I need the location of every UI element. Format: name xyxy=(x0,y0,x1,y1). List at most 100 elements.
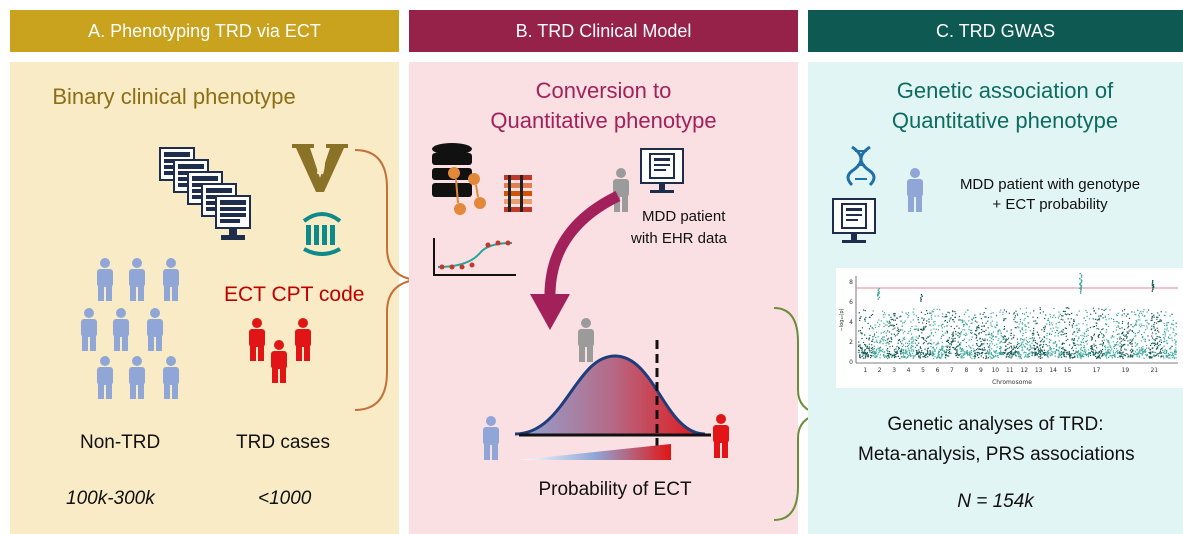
manhattan-point xyxy=(1027,347,1029,349)
manhattan-point xyxy=(999,346,1001,348)
manhattan-point xyxy=(1098,328,1100,330)
manhattan-point xyxy=(1104,352,1106,354)
manhattan-point xyxy=(1085,350,1087,352)
manhattan-point xyxy=(895,356,897,358)
manhattan-point xyxy=(1104,346,1106,348)
manhattan-point xyxy=(1142,352,1144,354)
manhattan-point xyxy=(986,339,988,341)
manhattan-point xyxy=(938,353,940,356)
manhattan-point xyxy=(1087,355,1089,357)
manhattan-point xyxy=(1127,340,1129,342)
manhattan-point xyxy=(1107,313,1109,316)
manhattan-point xyxy=(1025,337,1027,339)
manhattan-point xyxy=(880,320,882,322)
manhattan-point xyxy=(913,308,915,310)
manhattan-point xyxy=(1029,349,1031,351)
manhattan-point xyxy=(1036,331,1038,333)
manhattan-point xyxy=(1014,317,1016,319)
manhattan-point xyxy=(1156,337,1158,340)
manhattan-point xyxy=(1174,349,1176,351)
manhattan-point xyxy=(1045,352,1047,354)
manhattan-point xyxy=(912,311,914,313)
manhattan-point xyxy=(947,352,949,354)
manhattan-xlabel: Chromosome xyxy=(992,379,1032,386)
manhattan-point xyxy=(1104,345,1106,347)
manhattan-point xyxy=(1049,323,1051,325)
manhattan-point xyxy=(1172,355,1174,357)
manhattan-point xyxy=(875,352,877,354)
manhattan-point xyxy=(951,340,954,343)
manhattan-point xyxy=(1079,273,1081,275)
manhattan-point xyxy=(1010,357,1012,359)
manhattan-point xyxy=(1005,311,1007,313)
manhattan-point xyxy=(1046,353,1048,355)
non-trd-count: 100k-300k xyxy=(66,488,155,509)
manhattan-point xyxy=(1164,353,1166,355)
manhattan-point xyxy=(1152,286,1155,288)
manhattan-point xyxy=(1148,352,1150,354)
manhattan-point xyxy=(911,344,913,347)
trd-cases-people-icon xyxy=(249,318,311,383)
manhattan-point xyxy=(955,333,957,335)
manhattan-point xyxy=(1013,319,1015,321)
manhattan-point xyxy=(932,355,934,357)
analyses-title: Genetic analyses of TRD: xyxy=(887,414,1104,435)
manhattan-point xyxy=(971,357,973,360)
manhattan-point xyxy=(1118,352,1120,354)
manhattan-point xyxy=(1032,352,1034,354)
manhattan-point xyxy=(897,352,899,354)
manhattan-point xyxy=(1167,352,1169,354)
manhattan-point xyxy=(1146,325,1148,327)
manhattan-point xyxy=(996,314,998,316)
manhattan-point xyxy=(1121,352,1124,354)
database-model-icon xyxy=(432,143,532,276)
manhattan-point xyxy=(980,318,982,320)
manhattan-point xyxy=(929,353,931,355)
manhattan-point xyxy=(956,349,958,351)
manhattan-point xyxy=(1165,352,1167,354)
manhattan-point xyxy=(903,354,905,356)
manhattan-point xyxy=(1112,331,1114,333)
manhattan-point xyxy=(1078,344,1080,346)
manhattan-point xyxy=(914,346,916,348)
manhattan-point xyxy=(863,309,865,311)
manhattan-point xyxy=(946,321,948,323)
manhattan-point xyxy=(1008,312,1010,314)
manhattan-point xyxy=(883,330,886,333)
manhattan-point xyxy=(996,352,998,354)
analyses-subtitle: Meta-analysis, PRS associations xyxy=(858,444,1135,465)
manhattan-point xyxy=(1133,331,1135,334)
manhattan-point xyxy=(1061,353,1063,355)
manhattan-point xyxy=(932,335,934,337)
manhattan-point xyxy=(1005,350,1007,352)
manhattan-point xyxy=(1024,346,1026,348)
manhattan-point xyxy=(1085,330,1087,332)
manhattan-point xyxy=(1107,340,1109,342)
panel-a-body xyxy=(10,62,399,534)
manhattan-point xyxy=(892,345,894,347)
manhattan-point xyxy=(1112,350,1114,352)
manhattan-point xyxy=(1011,338,1013,340)
manhattan-point xyxy=(880,350,882,352)
manhattan-point xyxy=(1102,328,1104,330)
manhattan-point xyxy=(1034,349,1036,351)
manhattan-point xyxy=(976,344,978,346)
manhattan-point xyxy=(1046,354,1048,356)
manhattan-point xyxy=(1173,357,1175,359)
manhattan-point xyxy=(879,354,881,356)
manhattan-point xyxy=(941,354,943,356)
manhattan-point xyxy=(1140,349,1142,351)
manhattan-point xyxy=(1160,355,1162,357)
manhattan-point xyxy=(939,348,941,350)
manhattan-point xyxy=(879,340,881,342)
manhattan-point xyxy=(1155,316,1158,318)
manhattan-point xyxy=(1091,345,1093,347)
manhattan-point xyxy=(908,343,911,345)
manhattan-point xyxy=(1013,348,1015,350)
manhattan-point xyxy=(1069,314,1071,316)
manhattan-point xyxy=(953,321,955,323)
manhattan-point xyxy=(1088,353,1090,355)
manhattan-point xyxy=(936,356,938,358)
manhattan-point xyxy=(1175,347,1177,349)
manhattan-point xyxy=(1013,334,1015,336)
